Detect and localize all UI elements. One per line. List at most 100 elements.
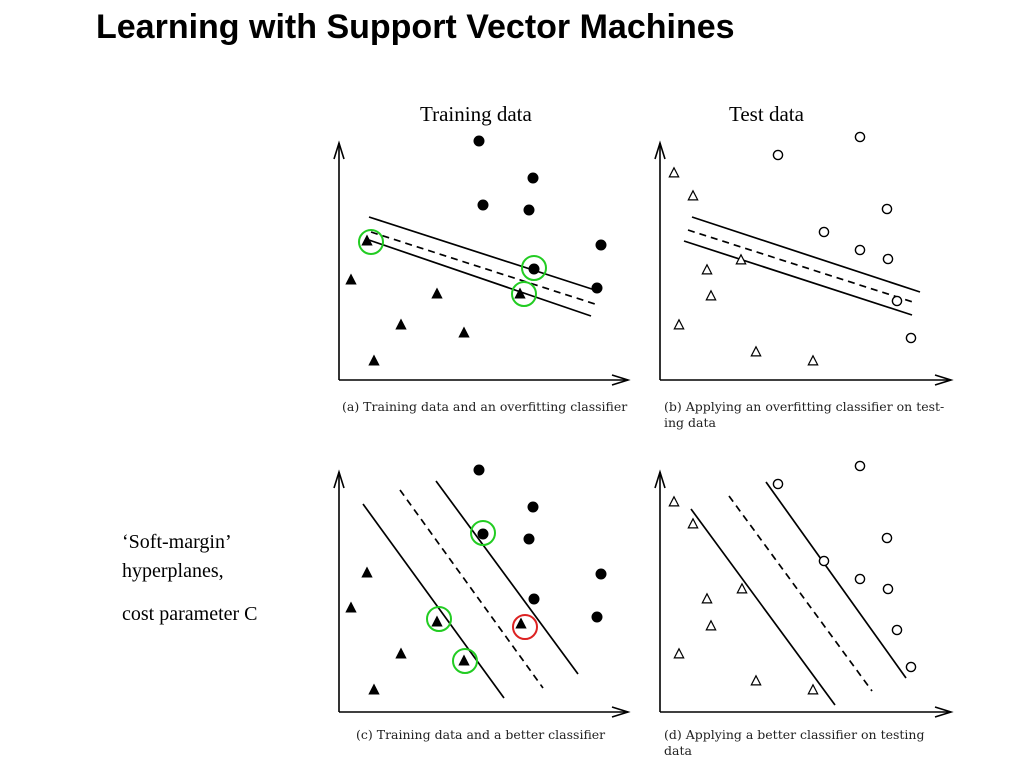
filled-triangle-point xyxy=(395,647,407,659)
filled-triangle-point xyxy=(361,234,373,246)
column-label-test: Test data xyxy=(729,102,804,126)
filled-triangle-point xyxy=(431,287,443,299)
open-triangle-point xyxy=(701,263,713,275)
open-triangle-point xyxy=(668,166,680,178)
panel-c xyxy=(333,464,631,718)
y-axis-arrow xyxy=(333,140,345,160)
filled-triangle-point xyxy=(458,654,470,666)
support-vector-circle xyxy=(426,606,452,632)
caption-b-line1: (b) Applying an overfitting classifier o… xyxy=(664,399,945,414)
side-note-line3: cost parameter C xyxy=(122,603,258,625)
margin-line xyxy=(691,216,921,293)
caption-c: (c) Training data and a better classifie… xyxy=(356,727,606,742)
open-triangle-point xyxy=(750,674,762,686)
filled-circle-point xyxy=(528,263,540,275)
filled-triangle-point xyxy=(515,617,527,629)
open-triangle-point xyxy=(705,289,717,301)
open-circle-point xyxy=(882,253,894,265)
open-circle-point xyxy=(772,149,784,161)
filled-triangle-point xyxy=(368,354,380,366)
misclassified-highlight-circle xyxy=(512,614,538,640)
caption-b: (b) Applying an overfitting classifier o… xyxy=(664,399,944,431)
filled-triangle-point xyxy=(431,615,443,627)
support-vector-circle xyxy=(452,648,478,674)
margin-line xyxy=(765,481,907,679)
caption-d-line2: data xyxy=(664,743,692,758)
open-triangle-point xyxy=(736,582,748,594)
open-circle-point xyxy=(818,226,830,238)
support-vector-circle xyxy=(358,229,384,255)
filled-triangle-point xyxy=(345,273,357,285)
caption-d: (d) Applying a better classifier on test… xyxy=(664,727,924,759)
filled-circle-point xyxy=(591,611,603,623)
margin-line xyxy=(683,240,913,316)
support-vector-circle xyxy=(511,281,537,307)
filled-circle-point xyxy=(477,528,489,540)
caption-a: (a) Training data and an overfitting cla… xyxy=(342,399,628,414)
filled-circle-point xyxy=(527,501,539,513)
y-axis-arrow xyxy=(333,469,345,489)
filled-circle-point xyxy=(473,135,485,147)
open-circle-point xyxy=(854,131,866,143)
x-axis-arrow xyxy=(934,374,954,386)
decision-boundary-line xyxy=(687,229,917,304)
panel-b xyxy=(654,131,954,386)
decision-boundary-line xyxy=(728,495,873,692)
panel-d xyxy=(654,460,954,718)
open-triangle-point xyxy=(750,345,762,357)
filled-circle-point xyxy=(473,464,485,476)
filled-circle-point xyxy=(595,239,607,251)
open-triangle-point xyxy=(687,189,699,201)
open-circle-point xyxy=(818,555,830,567)
open-circle-point xyxy=(891,624,903,636)
filled-triangle-point xyxy=(345,601,357,613)
x-axis-arrow xyxy=(934,706,954,718)
decision-boundary-line xyxy=(399,489,544,689)
side-note-line2: hyperplanes, xyxy=(122,560,224,582)
filled-triangle-point xyxy=(395,318,407,330)
side-note-line1: ‘Soft-margin’ xyxy=(122,531,232,553)
open-triangle-point xyxy=(705,619,717,631)
column-label-training: Training data xyxy=(420,102,532,126)
open-circle-point xyxy=(905,332,917,344)
margin-line xyxy=(365,238,592,317)
open-circle-point xyxy=(854,573,866,585)
open-circle-point xyxy=(882,583,894,595)
open-triangle-point xyxy=(673,318,685,330)
open-circle-point xyxy=(891,295,903,307)
caption-b-line2: ing data xyxy=(664,415,716,430)
support-vector-circle xyxy=(521,255,547,281)
open-circle-point xyxy=(854,460,866,472)
open-circle-point xyxy=(881,532,893,544)
filled-circle-point xyxy=(595,568,607,580)
y-axis-arrow xyxy=(654,469,666,489)
open-circle-point xyxy=(905,661,917,673)
panel-a xyxy=(333,135,631,386)
caption-d-line1: (d) Applying a better classifier on test… xyxy=(664,727,925,742)
filled-circle-point xyxy=(591,282,603,294)
open-circle-point xyxy=(854,244,866,256)
x-axis-arrow xyxy=(611,706,631,718)
margin-line xyxy=(362,503,505,699)
filled-triangle-point xyxy=(514,287,526,299)
open-circle-point xyxy=(881,203,893,215)
open-circle-point xyxy=(772,478,784,490)
filled-circle-point xyxy=(477,199,489,211)
filled-circle-point xyxy=(523,204,535,216)
filled-triangle-point xyxy=(458,326,470,338)
open-triangle-point xyxy=(668,495,680,507)
side-note: ‘Soft-margin’ hyperplanes, cost paramete… xyxy=(122,528,258,629)
open-triangle-point xyxy=(807,683,819,695)
filled-circle-point xyxy=(527,172,539,184)
margin-line xyxy=(368,216,599,292)
y-axis-arrow xyxy=(654,140,666,160)
decision-boundary-line xyxy=(370,231,596,305)
slide-title: Learning with Support Vector Machines xyxy=(96,8,735,46)
x-axis-arrow xyxy=(611,374,631,386)
margin-line xyxy=(435,480,579,675)
filled-triangle-point xyxy=(361,566,373,578)
filled-triangle-point xyxy=(368,683,380,695)
open-triangle-point xyxy=(701,592,713,604)
margin-line xyxy=(690,508,836,706)
